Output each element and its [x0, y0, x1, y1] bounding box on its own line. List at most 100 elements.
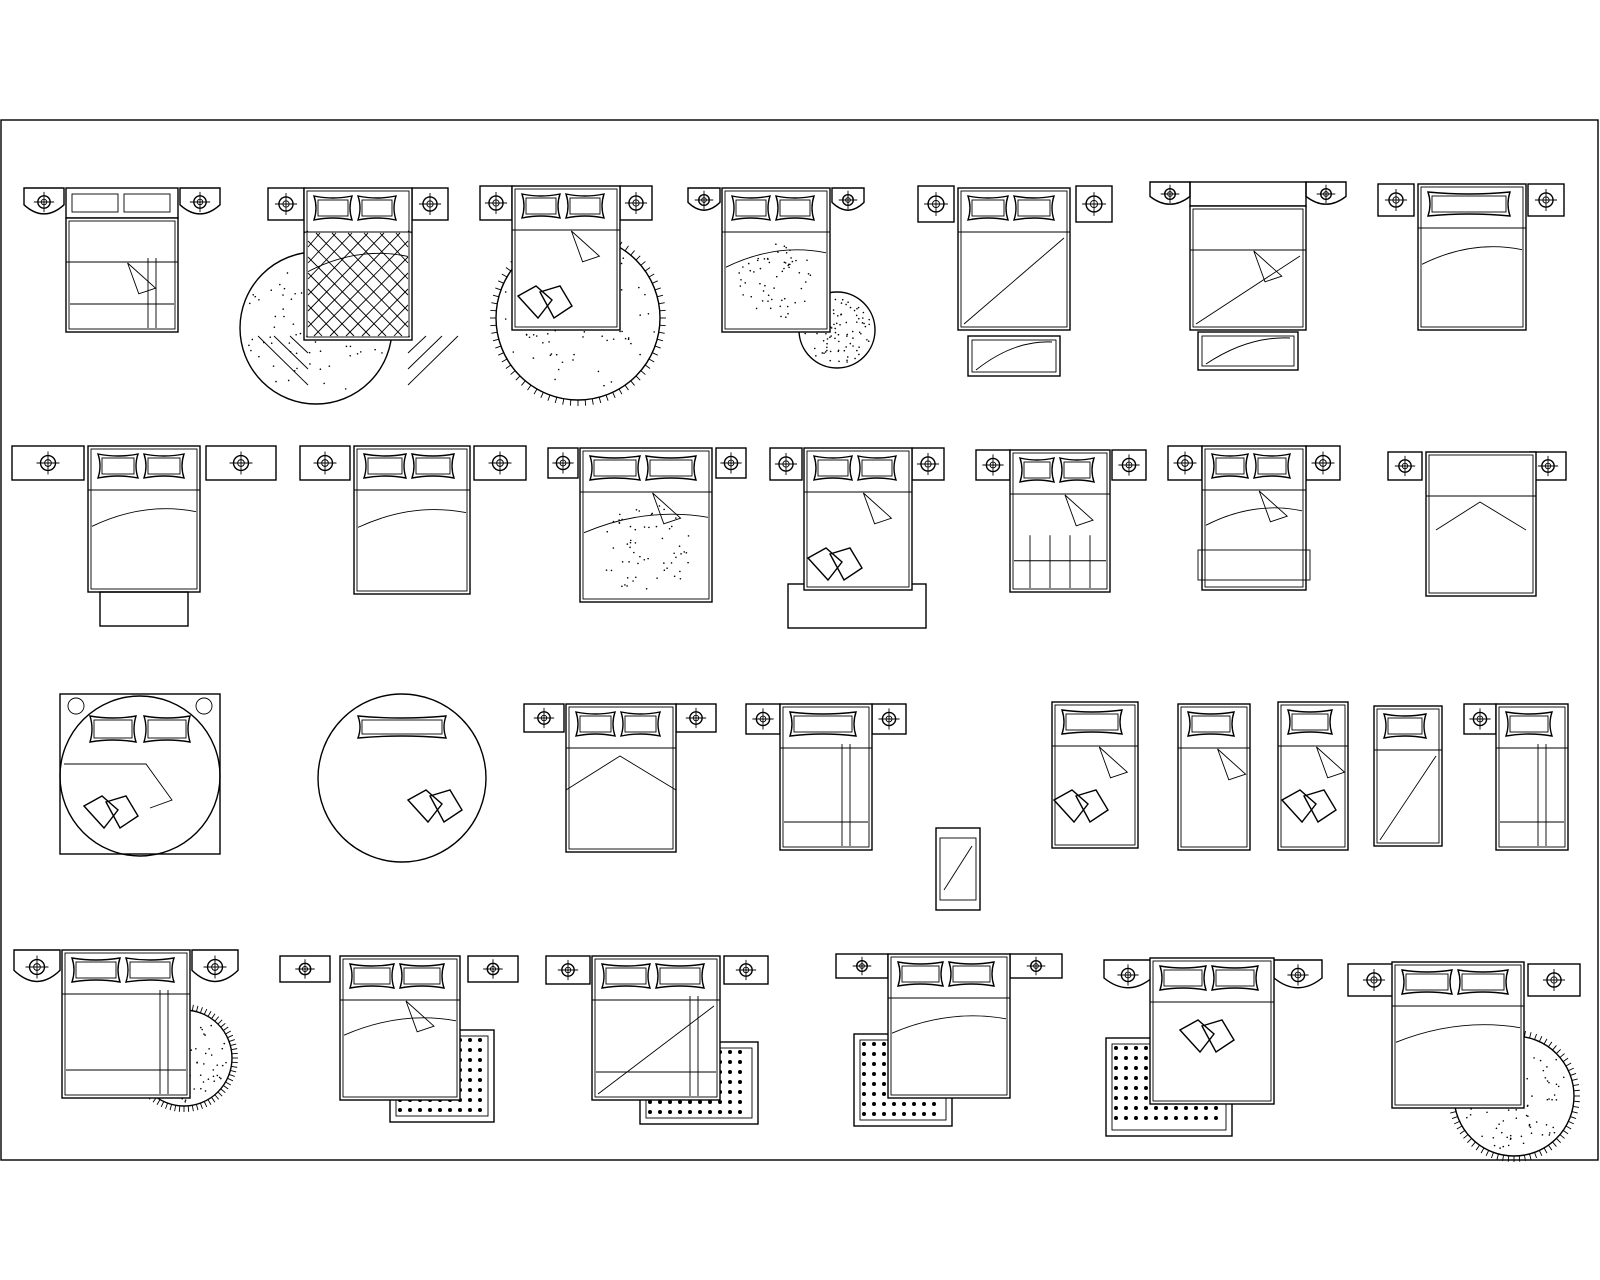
pillow	[1210, 453, 1250, 479]
round-bed	[59, 695, 221, 857]
nightstand	[917, 185, 955, 223]
lamp-icon	[1542, 968, 1566, 992]
pillow	[142, 453, 186, 479]
bed	[579, 447, 713, 603]
pillow	[1252, 453, 1292, 479]
lamp-icon	[752, 708, 774, 730]
single-bed-3	[1277, 701, 1349, 851]
lamp-icon	[1117, 964, 1139, 986]
pillow	[70, 957, 122, 983]
nightstand	[23, 187, 65, 215]
bed	[565, 703, 677, 853]
lamp-icon	[313, 451, 337, 475]
bed	[721, 187, 831, 333]
pillow	[654, 963, 706, 989]
lamp-icon	[25, 955, 49, 979]
lamp-icon	[488, 451, 512, 475]
bed	[339, 955, 461, 1101]
folded-sheet-corner	[1098, 746, 1129, 779]
nightstand	[1387, 451, 1423, 481]
lamp-icon	[838, 190, 858, 210]
lamp-icon	[557, 959, 579, 981]
lamp-icon	[1082, 192, 1106, 216]
lamp-icon	[229, 451, 253, 475]
pillow	[312, 195, 354, 221]
nightstand	[1273, 959, 1323, 989]
bed	[1495, 703, 1569, 851]
duvet-fold	[357, 509, 467, 528]
pillow	[1286, 709, 1334, 735]
bed	[957, 187, 1071, 331]
pillow	[410, 453, 456, 479]
pillow	[788, 711, 858, 737]
row-4	[13, 949, 1581, 1162]
bed	[591, 955, 721, 1101]
pillow	[1210, 965, 1260, 991]
lamp-icon	[1311, 451, 1335, 475]
pillow	[356, 715, 448, 739]
pillow	[96, 453, 140, 479]
bed-block-12	[975, 449, 1147, 593]
pillow	[966, 195, 1010, 221]
lamp-icon	[274, 192, 298, 216]
lamp-icon	[774, 452, 798, 476]
folded-sheet-corner	[1258, 490, 1289, 523]
folded-sheet-corner	[652, 492, 682, 525]
duvet-fold	[1205, 507, 1303, 526]
rug-texture	[738, 243, 812, 319]
lamp-icon	[484, 191, 508, 215]
lamp-icon	[483, 959, 503, 979]
bed-block-3	[479, 185, 666, 406]
lamp-icon	[33, 191, 55, 213]
nightstand	[13, 949, 61, 983]
bed-block-20	[279, 955, 519, 1123]
pillow	[1456, 969, 1510, 995]
nightstand	[11, 445, 85, 481]
bed-block-21	[545, 955, 769, 1125]
pillow	[564, 193, 606, 219]
lamp-icon	[852, 956, 872, 976]
bench	[1197, 331, 1299, 371]
nightstand	[179, 187, 221, 215]
bed-block-18	[745, 703, 907, 851]
mirror	[935, 827, 981, 911]
drawing-border	[0, 119, 1599, 1161]
duvet-fold	[91, 508, 197, 527]
folded-sheet-corner	[1253, 250, 1283, 283]
lamp-icon	[1118, 454, 1140, 476]
pillow	[362, 453, 408, 479]
pillow	[348, 963, 396, 989]
bed	[1149, 957, 1275, 1105]
throw-pillows	[1052, 789, 1109, 824]
bed	[1391, 961, 1525, 1109]
pillow	[574, 711, 617, 737]
bed	[1373, 705, 1443, 847]
bed-block-1	[23, 187, 221, 333]
pillow	[730, 195, 772, 221]
bed-block-19	[13, 949, 239, 1112]
bed-block-16	[317, 693, 487, 863]
pillow	[398, 963, 446, 989]
bed	[1189, 205, 1307, 331]
pillow	[644, 455, 698, 481]
lamp-icon	[203, 955, 227, 979]
duvet-fold	[583, 513, 709, 534]
row-2	[11, 445, 1567, 629]
pillow	[1382, 713, 1428, 739]
pillow	[856, 455, 898, 481]
lamp-icon	[1026, 956, 1046, 976]
lamp-icon	[685, 707, 707, 729]
pillow	[124, 957, 176, 983]
bed	[1201, 445, 1307, 591]
pillow	[896, 961, 945, 987]
nightstand	[467, 955, 519, 983]
bed	[1009, 449, 1111, 593]
single-bed-1	[1051, 701, 1139, 849]
nightstand	[769, 447, 803, 481]
bed-block-15	[59, 693, 221, 857]
bed-block-8	[11, 445, 277, 627]
lamp-icon	[694, 190, 714, 210]
pillow	[1426, 191, 1512, 217]
pillow	[774, 195, 816, 221]
duvet-fold	[1421, 246, 1523, 265]
